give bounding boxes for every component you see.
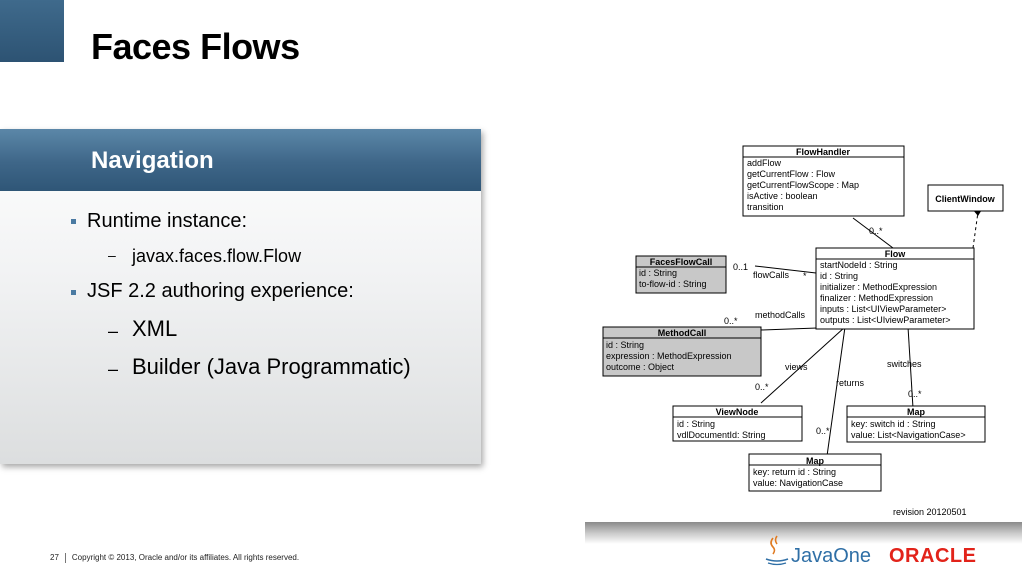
navigation-panel: Navigation [0,129,481,464]
uml-class-line: key: return id : String [753,467,836,477]
uml-class-line: value: NavigationCase [753,478,843,488]
diagram-labels: 0..* 0..1 flowCalls * methodCalls 0..* v… [724,226,967,517]
uml-class-line: transition [747,202,784,212]
sub-bullet-item: javax.faces.flow.Flow [132,246,302,266]
uml-class-line: isActive : boolean [747,191,818,201]
revision-label: revision 20120501 [893,507,967,517]
uml-class-viewnode: ViewNode id : String vdlDocumentId: Stri… [672,405,803,442]
uml-class-name: FacesFlowCall [650,257,713,267]
uml-class-line: id : String [639,268,677,278]
uml-class-line: id : String [677,419,715,429]
footer-divider [64,553,66,563]
uml-class-line: startNodeId : String [820,260,898,270]
uml-class-line: inputs : List<UIViewParameter> [820,304,946,314]
uml-class-line: getCurrentFlow : Flow [747,169,836,179]
dash-bullet-icon: – [108,359,119,379]
coffee-cup-icon [765,558,789,562]
uml-class-line: outputs : List<UIviewParameter> [820,315,951,325]
uml-class-map-return: Map key: return id : String value: Navig… [748,453,882,492]
association-label: views [785,362,808,372]
corner-accent-block [0,0,64,62]
multiplicity-label: 0..1 [733,262,748,272]
uml-class-line: id : String [820,271,858,281]
uml-class-name: FlowHandler [796,147,851,157]
uml-class-line: outcome : Object [606,362,675,372]
copyright-text: Copyright © 2013, Oracle and/or its affi… [71,553,300,563]
square-bullet-icon [71,290,76,295]
navigation-header-bar: Navigation [0,129,481,191]
navigation-header-title: Navigation [91,147,214,174]
uml-class-facesflowcall: FacesFlowCall id : String to-flow-id : S… [635,255,727,294]
uml-class-name: MethodCall [658,328,707,338]
javaone-logo: JavaOne [765,535,871,567]
uml-class-line: addFlow [747,158,782,168]
uml-class-line: initializer : MethodExpression [820,282,937,292]
multiplicity-label: 0..* [908,389,922,399]
uml-class-diagram: FlowHandler addFlow getCurrentFlow : Flo… [583,127,1020,520]
uml-class-name: ViewNode [716,407,759,417]
uml-class-line: vdlDocumentId: String [677,430,766,440]
sub-bullet-item: Builder (Java Programmatic) [132,354,411,379]
association-label: returns [836,378,865,388]
uml-class-line: getCurrentFlowScope : Map [747,180,859,190]
association-label: methodCalls [755,310,806,320]
multiplicity-label: 0..* [869,226,883,236]
sub-bullet-item: XML [132,316,178,341]
slide-title: Faces Flows [91,26,300,67]
square-bullet-icon [71,219,76,224]
oracle-logo: ORACLE [889,545,977,567]
uml-class-map-switch: Map key: switch id : String value: List<… [846,405,986,443]
uml-class-clientwindow: ClientWindow [927,184,1004,212]
uml-class-name: ClientWindow [935,194,995,204]
multiplicity-label: 0..* [755,382,769,392]
bullet-item: Runtime instance: [87,210,248,232]
uml-class-methodcall: MethodCall id : String expression : Meth… [602,326,762,377]
multiplicity-label: 0..* [816,426,830,436]
uml-class-name: Map [806,456,825,466]
uml-class-line: to-flow-id : String [639,279,707,289]
uml-class-name: Map [907,407,926,417]
coffee-steam-icon [770,535,778,555]
uml-class-name: Flow [885,249,906,259]
uml-class-flowhandler: FlowHandler addFlow getCurrentFlow : Flo… [742,145,905,217]
diagram-shadow [585,522,1022,544]
javaone-wordmark: JavaOne [791,545,871,567]
dash-bullet-icon: – [108,247,116,263]
multiplicity-label: 0..* [724,316,738,326]
uml-class-line: id : String [606,340,644,350]
uml-class-line: finalizer : MethodExpression [820,293,933,303]
slide-footer: 27 Copyright © 2013, Oracle and/or its af… [50,553,299,563]
uml-class-line: expression : MethodExpression [606,351,732,361]
multiplicity-label: * [803,271,807,281]
association-label: flowCalls [753,270,790,280]
uml-class-flow: Flow startNodeId : String id : String in… [815,247,975,330]
dash-bullet-icon: – [108,321,119,341]
page-number: 27 [50,553,59,563]
uml-class-line: value: List<NavigationCase> [851,430,966,440]
uml-class-line: key: switch id : String [851,419,936,429]
association-label: switches [887,359,922,369]
bullet-item: JSF 2.2 authoring experience: [87,280,354,302]
